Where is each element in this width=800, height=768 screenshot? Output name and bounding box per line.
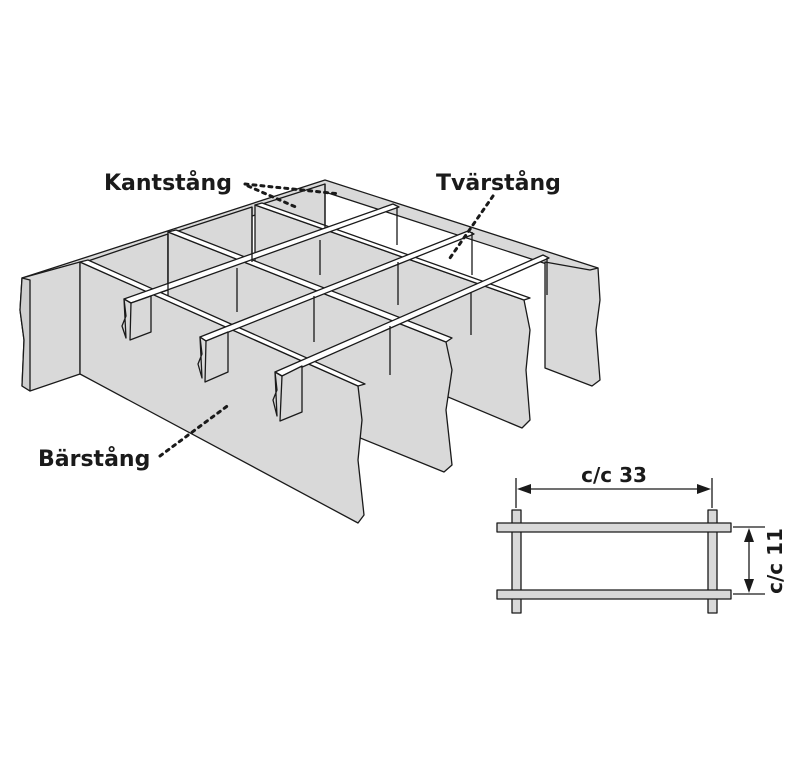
arrow-left <box>517 484 531 494</box>
detail-plan-view: c/c 33 c/c 11 <box>496 463 787 614</box>
bearing-bar-label: Bärstång <box>38 446 150 472</box>
right-edge-bar <box>544 261 601 387</box>
cross-bar <box>272 365 303 422</box>
detail-bearing-bar-left <box>511 509 522 614</box>
bearing-bar-leader <box>158 402 232 458</box>
edge-bar-leader-2 <box>246 184 300 210</box>
detail-cross-bar-bottom <box>496 589 732 600</box>
cross-bar-leader <box>448 194 495 260</box>
cross-bar <box>121 295 152 341</box>
dimension-horizontal: c/c 33 <box>581 463 647 487</box>
edge-bar-leader <box>243 182 342 196</box>
detail-bearing-bar-right <box>707 509 718 614</box>
left-edge-bar-front <box>19 277 31 392</box>
arrow-right <box>697 484 711 494</box>
grating-3d <box>19 179 601 524</box>
cross-bar <box>197 331 229 383</box>
bearing-bar-top <box>254 202 531 301</box>
edge-bar-label: Kantstång <box>104 170 232 196</box>
arrow-down <box>744 579 754 593</box>
detail-cross-bar-top <box>496 522 732 533</box>
cross-bar-label: Tvärstång <box>436 170 561 196</box>
dimension-vertical: c/c 11 <box>763 528 787 594</box>
arrow-up <box>744 528 754 542</box>
